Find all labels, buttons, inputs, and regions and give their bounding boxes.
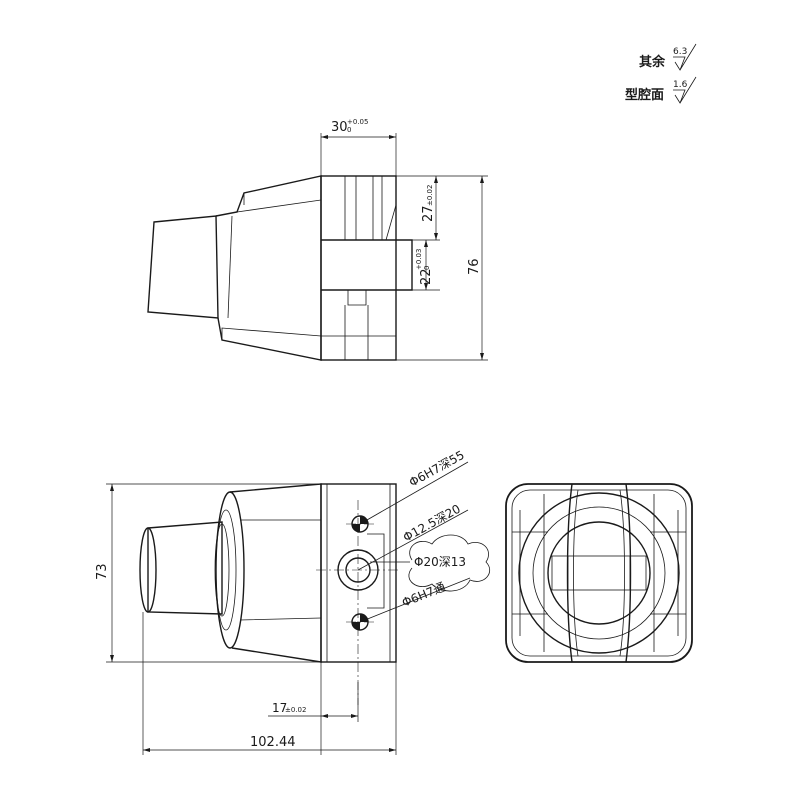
dim-17-value: 17 xyxy=(272,701,287,715)
dim-22-tol-upper: +0.03 xyxy=(415,249,423,270)
top-view-taper-seam xyxy=(227,215,233,319)
front-view-block xyxy=(320,483,397,663)
front-view-flange-bore xyxy=(214,523,230,617)
front-view: Φ6H7深55 Φ12.5深20 Φ20深13 Φ6H7通 73 17 ±0.0… xyxy=(95,448,491,755)
dim-17-tol: ±0.02 xyxy=(285,706,306,714)
end-view-body-edges-inner xyxy=(573,489,625,657)
top-view-block xyxy=(320,175,397,361)
dim-73-lines xyxy=(106,483,321,663)
top-view-pin xyxy=(347,290,367,306)
dim-30-lines xyxy=(320,133,397,176)
roughness-cavity-label: 型腔面 xyxy=(625,87,664,103)
end-view-horizontal-lines xyxy=(512,531,686,615)
front-view-flange-inner xyxy=(215,509,237,631)
dim-27-tol: ±0.02 xyxy=(426,185,434,206)
dim-73-value: 73 xyxy=(95,563,110,580)
dim-102-lines xyxy=(142,612,397,755)
end-view-slot xyxy=(551,555,647,591)
dim-76-lines xyxy=(396,176,488,361)
roughness-symbol-cavity xyxy=(673,76,697,104)
top-view-chamfer xyxy=(385,204,397,241)
front-view-block-lines xyxy=(326,484,391,662)
end-view xyxy=(505,483,693,663)
dim-22-tol-lower: 0 xyxy=(423,266,431,270)
end-view-flange-circle xyxy=(518,492,680,654)
top-view-nozzle xyxy=(147,215,219,319)
dim-27-value: 27 xyxy=(421,205,436,222)
top-view: 30 +0.05 0 27 ±0.02 22 +0.03 0 76 xyxy=(147,118,488,361)
top-view-slot xyxy=(321,239,413,291)
dim-30-tol-lower: 0 xyxy=(347,126,351,134)
top-view-taper xyxy=(215,175,322,361)
dim-30-value: 30 xyxy=(331,120,348,135)
dim-17-lines xyxy=(268,662,359,755)
cloud-bubble xyxy=(408,534,491,592)
callout-bore-12: Φ12.5深20 xyxy=(401,502,463,545)
roughness-symbol-rest xyxy=(673,43,697,71)
roughness-notes: 其余 6.3 型腔面 1.6 xyxy=(625,43,697,104)
dim-27-arrows xyxy=(434,176,438,240)
end-view-body-edges xyxy=(566,483,632,663)
dim-76-value: 76 xyxy=(467,258,482,275)
front-view-nozzle-end xyxy=(139,527,157,613)
roughness-rest-value: 6.3 xyxy=(673,47,687,57)
dim-27-lines xyxy=(396,175,488,241)
callout-bore-20: Φ20深13 xyxy=(414,555,466,569)
end-view-slot-lines xyxy=(567,556,631,590)
leader-bore-12 xyxy=(357,509,469,571)
top-view-taper-edges xyxy=(221,193,322,340)
end-view-inner-outline xyxy=(511,489,687,657)
top-view-lower-lines xyxy=(321,305,396,360)
dim-22-value: 22 xyxy=(419,268,434,285)
roughness-rest-label: 其余 xyxy=(639,54,666,70)
top-view-block-lines xyxy=(344,176,383,240)
callout-hole-bottom: Φ6H7通 xyxy=(400,580,448,610)
leader-hole-top xyxy=(359,461,469,525)
leader-hole-bottom xyxy=(359,577,471,623)
roughness-cavity-value: 1.6 xyxy=(673,80,688,90)
end-view-outline xyxy=(505,483,693,663)
front-view-taper-lines xyxy=(239,519,322,621)
dim-30-tol-upper: +0.05 xyxy=(347,118,368,126)
front-view-nozzle xyxy=(147,521,223,615)
callout-hole-top: Φ6H7深55 xyxy=(407,448,467,490)
dim-102-value: 102.44 xyxy=(250,735,296,750)
end-view-bore xyxy=(547,521,651,625)
end-view-ring xyxy=(532,506,666,640)
end-view-vertical-lines xyxy=(519,494,679,652)
